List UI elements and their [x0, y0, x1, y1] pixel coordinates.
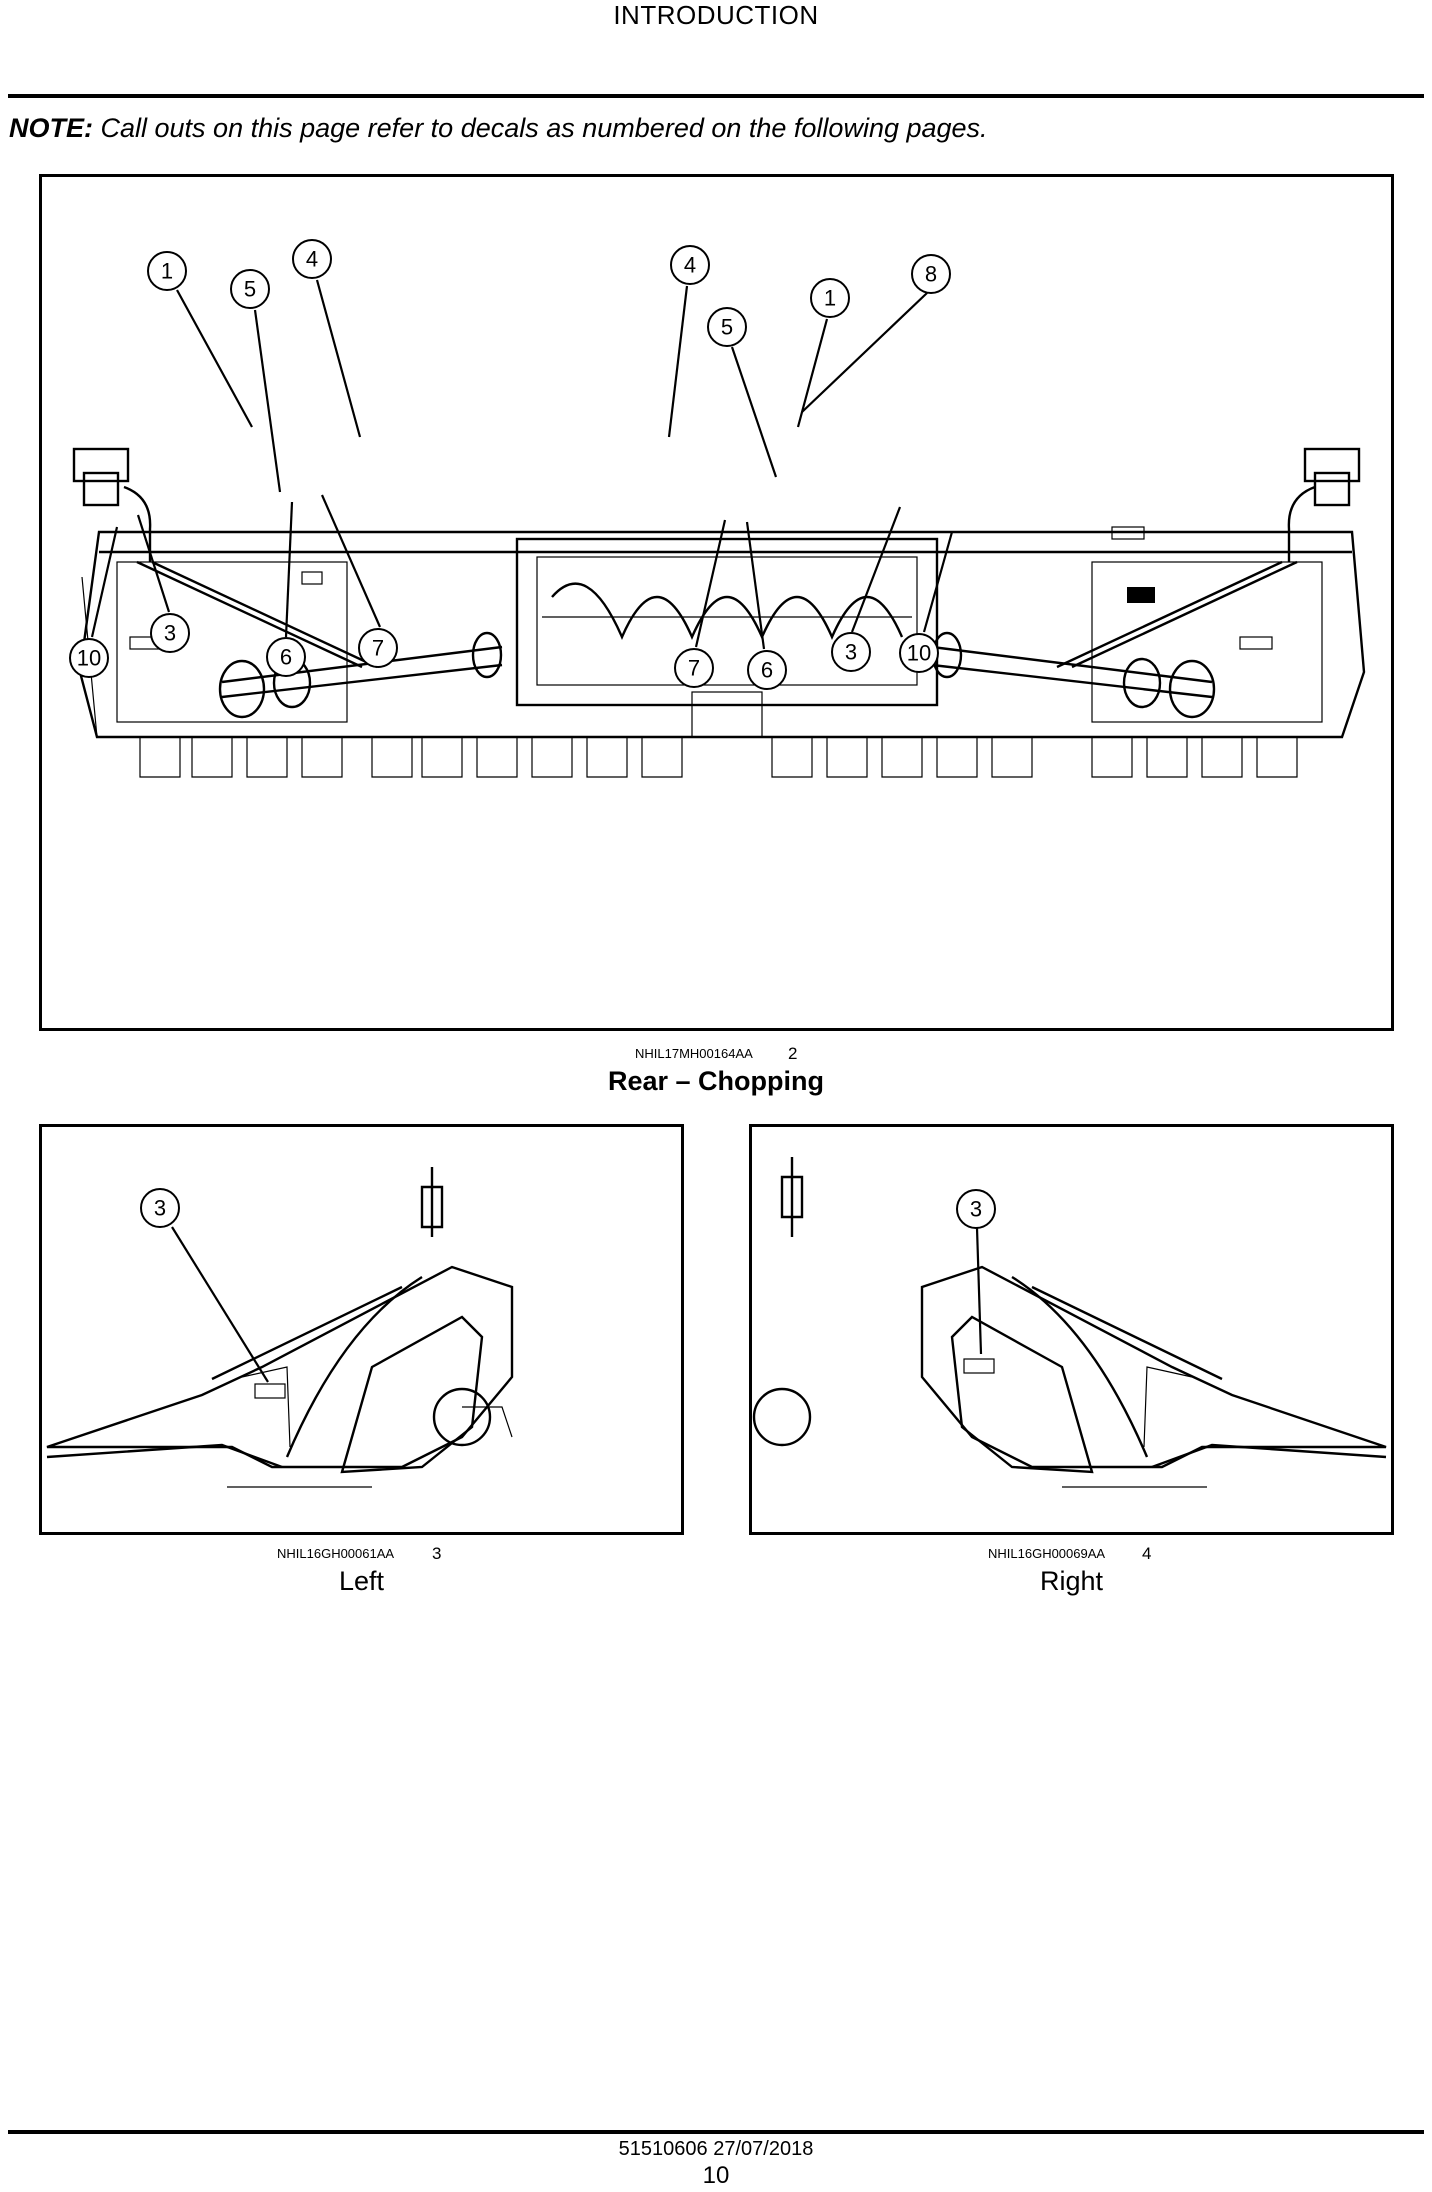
callout-label: 3 — [845, 640, 857, 665]
callout-label: 3 — [970, 1197, 982, 1222]
left-side-illustration: 3 — [46, 1167, 514, 1488]
note-text: Call outs on this page refer to decals a… — [93, 113, 988, 143]
header-rule — [8, 94, 1424, 98]
note-label: NOTE: — [9, 113, 93, 143]
figure-code: NHIL17MH00164AA — [635, 1046, 753, 1061]
figure-caption: Left — [338, 1566, 385, 1596]
callout-label: 8 — [925, 262, 937, 287]
figure-code: NHIL16GH00061AA — [277, 1546, 395, 1561]
callout-label: 5 — [721, 315, 733, 340]
callout-group: 1 5 4 4 5 1 8 10 3 6 7 7 6 3 10 — [69, 239, 951, 690]
figure-right: 3 — [749, 1124, 1394, 1535]
callout-label: 4 — [306, 247, 318, 272]
callout-label: 6 — [761, 658, 773, 683]
callout-label: 5 — [244, 277, 256, 302]
footer-page-number: 10 — [702, 2162, 730, 2189]
footer-document-id: 51510606 27/07/2018 — [618, 2138, 814, 2160]
figure-number: 4 — [1142, 1544, 1152, 1563]
callout-label: 10 — [907, 641, 931, 666]
footer-rule — [8, 2130, 1424, 2134]
callout-label: 1 — [824, 286, 836, 311]
figure-number: 3 — [432, 1544, 442, 1563]
note-paragraph: NOTE: Call outs on this page refer to de… — [9, 113, 988, 144]
callout-label: 3 — [164, 621, 176, 646]
page-header-title: INTRODUCTION — [613, 0, 819, 30]
callout-label: 3 — [154, 1196, 166, 1221]
figure-rear-chopping: 1 5 4 4 5 1 8 10 3 6 7 7 6 3 10 — [39, 174, 1394, 1031]
rear-chopping-illustration: 1 5 4 4 5 1 8 10 3 6 7 7 6 3 10 — [69, 239, 1366, 778]
callout-label: 4 — [684, 253, 696, 278]
callout-label: 1 — [161, 259, 173, 284]
figure-number: 2 — [788, 1044, 798, 1063]
callout-label: 7 — [372, 636, 384, 661]
callout-label: 10 — [77, 646, 101, 671]
callout-label: 7 — [688, 656, 700, 681]
figure-caption: Rear – Chopping — [607, 1066, 824, 1096]
figure-code: NHIL16GH00069AA — [988, 1546, 1106, 1561]
callout-label: 6 — [280, 645, 292, 670]
figure-caption: Right — [1039, 1566, 1104, 1596]
figure-left: 3 — [39, 1124, 684, 1535]
right-side-illustration: 3 — [752, 1157, 1387, 1488]
